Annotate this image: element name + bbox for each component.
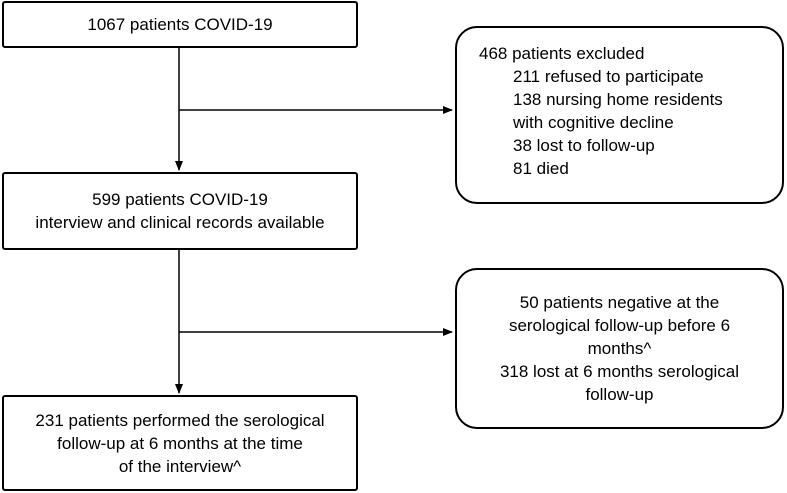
box3-line: follow-up at 6 months at the time <box>57 433 303 453</box>
box-initial-patients: 1067 patients COVID-19 <box>2 1 358 48</box>
box3-line: of the interview^ <box>118 456 242 476</box>
excluded-header: 468 patients excluded <box>479 44 645 63</box>
excluded-item: 38 lost to follow-up <box>513 136 655 155</box>
box-serological-followup: 231 patients performed the serological f… <box>2 395 358 491</box>
excluded-item: 138 nursing home residents <box>513 90 723 109</box>
box-interview-patients: 599 patients COVID-19 interview and clin… <box>2 172 358 250</box>
box-serological-negative: 50 patients negative at the serological … <box>455 268 784 429</box>
box3-line: 231 patients performed the serological <box>35 410 325 430</box>
excluded-item: 81 died <box>513 159 569 178</box>
box2-line: interview and clinical records available <box>35 213 325 232</box>
negative-line: months^ <box>587 339 652 358</box>
negative-line: 50 patients negative at the <box>519 293 720 312</box>
box1-line: 1067 patients COVID-19 <box>87 15 273 34</box>
excluded-item: 211 refused to participate <box>513 67 704 86</box>
excluded-item: with cognitive decline <box>513 113 674 132</box>
negative-line: serological follow-up before 6 <box>508 316 731 335</box>
negative-line: 318 lost at 6 months serological <box>499 362 740 381</box>
negative-line: follow-up <box>585 385 654 404</box>
box2-line: 599 patients COVID-19 <box>92 190 268 209</box>
box-excluded-patients: 468 patients excluded 211 refused to par… <box>455 26 784 204</box>
